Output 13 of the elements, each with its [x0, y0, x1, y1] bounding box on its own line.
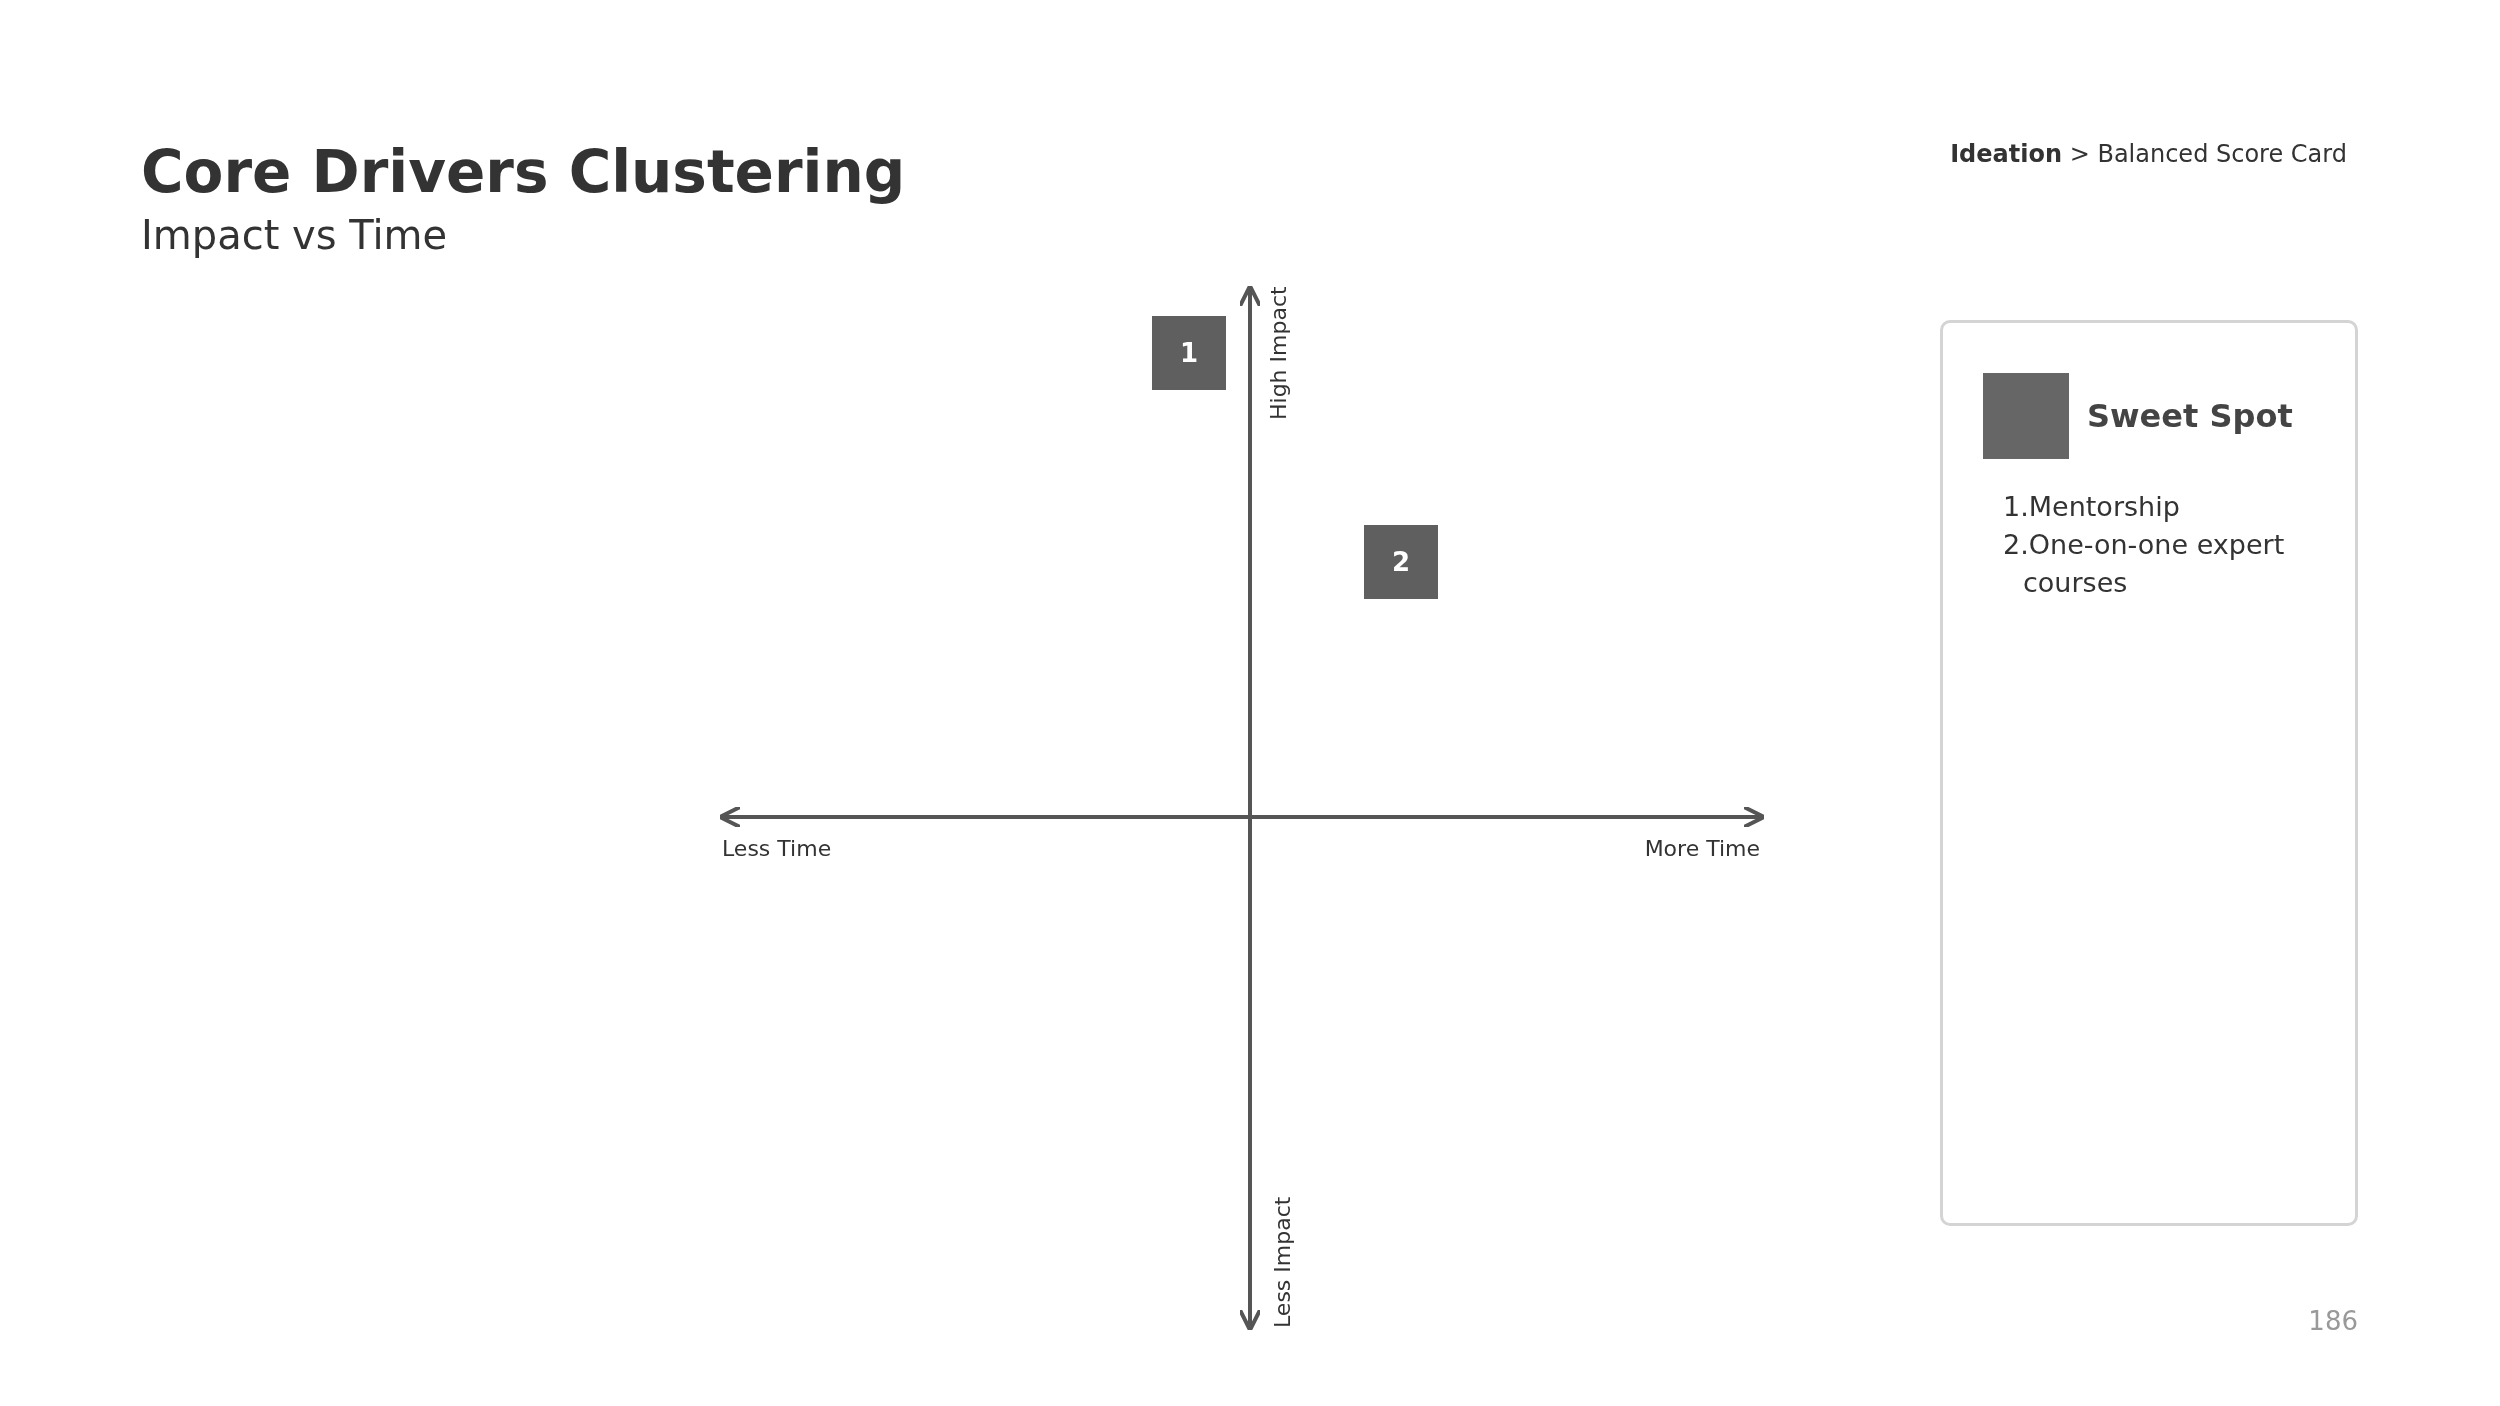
- subtitle: Impact vs Time: [141, 212, 448, 258]
- info-card: [1940, 320, 2358, 1226]
- legend-label: Sweet Spot: [2087, 397, 2293, 435]
- axis-label: More Time: [1644, 836, 1760, 861]
- breadcrumb: Ideation > Balanced Score Card: [1950, 140, 2347, 168]
- page-number: 186: [2308, 1306, 2358, 1336]
- axis-label: Less Impact: [1270, 1198, 1296, 1328]
- list-item: 2.One-on-one expert courses: [2003, 528, 2286, 600]
- axis-label: Less Time: [722, 836, 832, 861]
- list-item: 1.Mentorship: [2003, 490, 2181, 524]
- cluster-marker: 2: [1364, 525, 1438, 599]
- cluster-marker: 1: [1152, 316, 1226, 390]
- page-title: Core Drivers Clustering: [141, 138, 906, 206]
